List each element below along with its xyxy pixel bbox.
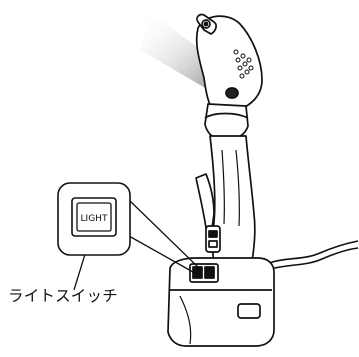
light-switch-caption: ライトスイッチ [8,284,178,306]
battery-pack [168,258,274,346]
light-button-callout: LIGHT [58,183,130,255]
switch-housing [206,226,220,252]
trigger [196,174,214,228]
light-button-label: LIGHT [81,214,108,224]
lamp [226,88,238,98]
tool-neck [205,104,248,138]
